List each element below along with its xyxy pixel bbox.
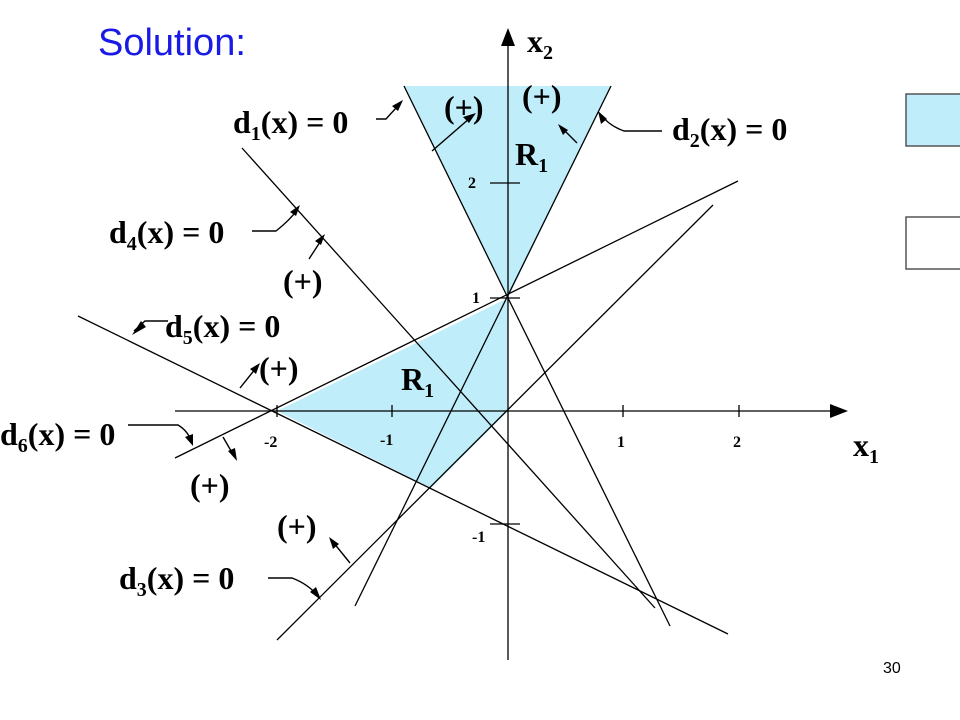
y-tick-label: 1	[472, 290, 480, 307]
label-d1: d1(x) = 0	[233, 104, 348, 145]
line-d1-ext	[507, 297, 671, 627]
x1-axis-label: x1	[853, 427, 879, 468]
label-d5: d5(x) = 0	[165, 308, 280, 349]
line-d5	[77, 315, 729, 635]
plus-marker: (+)	[283, 263, 323, 299]
y-axis	[501, 28, 515, 660]
plus-marker: (+)	[190, 467, 230, 503]
line-d1	[403, 85, 509, 299]
x-tick-label: -2	[264, 434, 277, 451]
slide-title: Solution:	[98, 22, 246, 64]
label-d2: d2(x) = 0	[672, 111, 787, 152]
legend-empty-box	[905, 216, 960, 270]
region-label-bottom: R1	[401, 361, 434, 402]
x2-axis-label: x2	[527, 23, 553, 64]
legend-filled-box	[905, 93, 960, 147]
label-d4: d4(x) = 0	[109, 214, 224, 255]
axis-ticks	[276, 182, 740, 525]
plus-marker: (+)	[277, 508, 317, 544]
region-r1-bottom	[277, 298, 508, 488]
plus-marker: (+)	[444, 89, 484, 125]
page-number: 30	[883, 660, 901, 677]
y-tick-label: -1	[472, 529, 485, 546]
x-tick-label: 1	[617, 434, 625, 451]
x-tick-label: -1	[380, 432, 393, 449]
label-d3: d3(x) = 0	[119, 560, 234, 601]
plus-marker: (+)	[259, 350, 299, 386]
label-d6: d6(x) = 0	[0, 416, 115, 457]
line-d6	[276, 204, 714, 641]
region-label-top: R1	[515, 136, 548, 177]
pointer-arrows	[128, 100, 662, 600]
line-d3	[174, 180, 739, 459]
x-axis	[175, 404, 848, 418]
y-tick-label: 2	[468, 175, 476, 192]
line-d4	[241, 147, 656, 609]
x-tick-label: 2	[733, 434, 741, 451]
plus-marker: (+)	[522, 78, 562, 114]
